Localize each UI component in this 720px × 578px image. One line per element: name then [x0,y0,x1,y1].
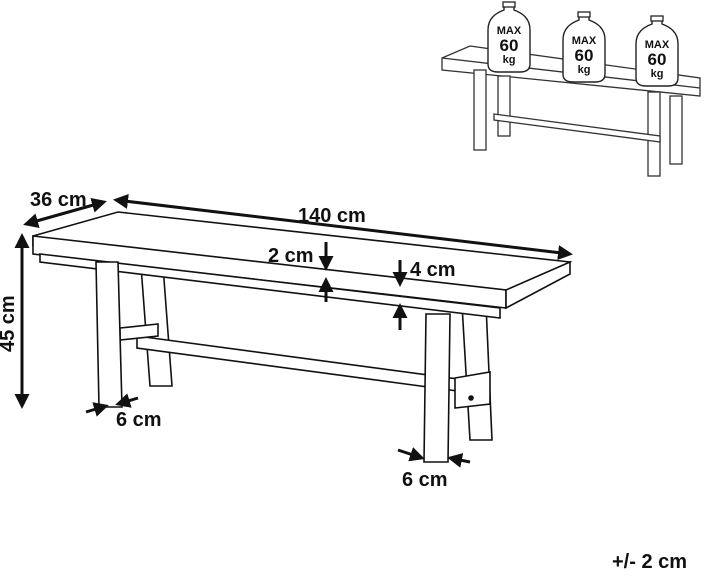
seat-thickness-label: 2 cm [268,245,314,267]
leg-right-arrow-2 [447,452,471,468]
weight-2-max: MAX [572,35,597,47]
length-label: 140 cm [298,205,366,227]
bench-seat-side [505,260,571,310]
dimension-lines [14,193,573,468]
weight-2-value: 60 [575,46,594,65]
weight-1: MAX 60 kg [487,1,531,73]
weight-3-unit: kg [651,68,664,80]
small-leg-back-right [669,95,683,165]
small-stretcher [493,113,661,143]
length-arrow [113,193,573,261]
brace-right [454,371,491,409]
tolerance-label: +/- 2 cm [612,551,687,573]
leg-left-arrow-1 [85,402,109,417]
weight-2: MAX 60 kg [562,11,606,83]
height-label: 45 cm [0,295,19,352]
weight-1-value: 60 [500,36,519,55]
bench-apron [39,253,501,319]
apron-height-label: 4 cm [410,259,456,281]
weight-1-max: MAX [497,25,522,37]
leg-left-arrow-2 [115,393,139,408]
weight-2-unit: kg [578,64,591,76]
leg-width-right-label: 6 cm [402,469,448,491]
leg-right-arrow-1 [397,447,425,462]
bench-stretcher [136,335,466,393]
small-leg-back-left [473,69,487,151]
weight-3-max: MAX [645,39,670,51]
leg-front-left [95,261,123,408]
depth-arrow [23,198,107,228]
weight-1-unit: kg [503,54,516,66]
leg-width-left-label: 6 cm [116,409,162,431]
weight-3-value: 60 [648,50,667,69]
depth-label: 36 cm [30,189,87,211]
brace-bolt [468,395,474,401]
weight-3: MAX 60 kg [635,15,679,87]
leg-front-right [423,313,451,463]
small-leg-front-left [497,75,511,137]
